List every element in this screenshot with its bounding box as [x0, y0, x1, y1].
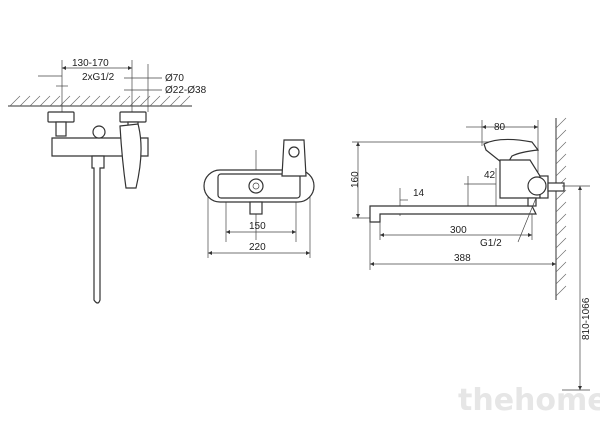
top-lever — [281, 139, 307, 177]
dim-80-label: 80 — [494, 122, 506, 133]
side-wall-hatch — [555, 117, 567, 297]
top-view: 150 220 — [203, 139, 315, 258]
spout-front — [91, 155, 105, 304]
top-spout-stub — [249, 201, 263, 215]
side-eccentric-pipe — [547, 182, 565, 192]
diverter-knob — [92, 125, 106, 139]
side-spout-swivel — [527, 197, 537, 207]
dim-14-label: 14 — [413, 188, 425, 199]
dim-42-label: 42 — [484, 170, 496, 181]
dim-220-label: 220 — [249, 242, 266, 253]
dim-spacing-label: 130-170 — [72, 58, 109, 69]
dim-150-label: 150 — [249, 221, 266, 232]
side-spout — [369, 205, 537, 223]
side-lever — [483, 138, 540, 167]
dim-thread-label: 2xG1/2 — [82, 72, 115, 83]
wall-hatch — [9, 95, 191, 107]
dim-rosette-label: Ø70 — [165, 73, 184, 84]
dim-install-label: 810-1066 — [581, 297, 592, 340]
dim-300-label: 300 — [450, 225, 467, 236]
left-eccentric — [47, 111, 75, 123]
top-lever-cap — [288, 146, 300, 158]
front-view: 130-170 2xG1/2 Ø70 Ø22-Ø38 — [8, 58, 207, 304]
dim-pipe-label: Ø22-Ø38 — [165, 85, 207, 96]
top-diverter — [248, 178, 264, 194]
dim-160-label: 160 — [350, 171, 361, 188]
lever-handle — [119, 123, 142, 189]
right-eccentric — [119, 111, 147, 123]
dim-388-label: 388 — [454, 253, 471, 264]
left-connector — [55, 121, 67, 137]
thread-leader — [517, 197, 537, 243]
side-rosette — [527, 176, 547, 196]
thread-label: G1/2 — [480, 238, 502, 249]
watermark-logo: thehome — [458, 383, 600, 418]
side-view: 80 160 14 42 300 G1/2 3 — [350, 117, 592, 391]
